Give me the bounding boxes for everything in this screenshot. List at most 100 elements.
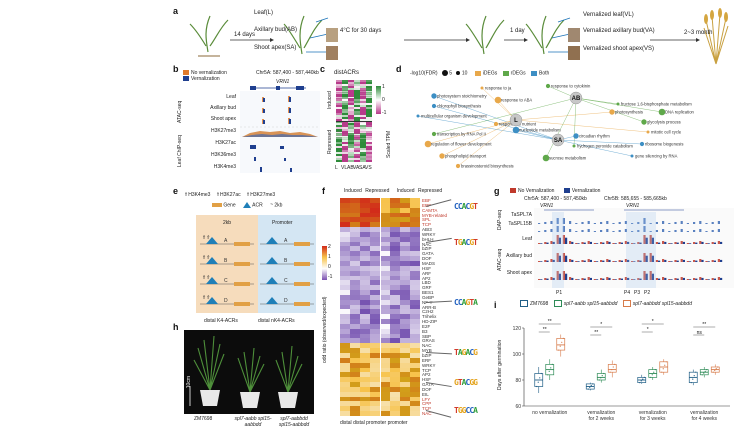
heat-c-cell (366, 84, 373, 87)
heat-f-cell (350, 314, 361, 320)
heat-f-cell (370, 207, 381, 213)
i-point (717, 366, 719, 368)
panel-f-groups: Induced Repressed Induced Repressed (344, 188, 444, 194)
heat-f-cell (410, 207, 421, 213)
heat-c-cell (336, 100, 343, 103)
f-row-label: NAC (422, 241, 432, 247)
label-vern-shoot: Vernalized shoot apex(VS) (583, 46, 655, 52)
legend-no-vern: No vernalization (191, 70, 227, 76)
heat-f-cell (380, 198, 391, 204)
heat-c-cell (366, 149, 373, 153)
heat-f-cell (380, 323, 391, 330)
heat-f-cell (370, 314, 381, 320)
d-term-node (658, 108, 666, 116)
heat-f-cell (350, 285, 361, 291)
heat-f-cell (380, 275, 391, 281)
heat-f-cell (360, 396, 371, 402)
g-bar (676, 278, 679, 280)
heat-f-cell (360, 401, 371, 407)
heat-f-cell (410, 319, 421, 325)
heat-f-cell (340, 328, 351, 334)
g-bar (699, 229, 702, 232)
heat-f-cell (350, 227, 361, 233)
heat-c-cell (366, 153, 373, 157)
heat-f-cell (400, 338, 411, 344)
heat-c-cell (360, 149, 367, 153)
f-motif-logo: TGGCCA (454, 406, 478, 415)
heat-f-cell (370, 222, 381, 228)
g-bar (569, 277, 572, 280)
heat-f-cell (350, 275, 361, 281)
e-acr (206, 257, 218, 264)
heat-f-cell (380, 251, 391, 257)
heat-f-cell (340, 280, 351, 286)
label-leaf: Leaf(L) (254, 10, 274, 16)
heat-f-cell (370, 377, 381, 383)
i-point (548, 370, 550, 372)
f-row-label: ERF (422, 357, 431, 363)
f-row-label: CPP (422, 401, 432, 407)
g-bar (717, 229, 720, 232)
d-term-label: fructose 1,6-bisphosphate metabolism (621, 102, 692, 107)
heat-c-cell (366, 104, 373, 107)
heat-c-cell (354, 149, 361, 153)
g-bar (606, 229, 609, 232)
i-sig-label: * (647, 327, 649, 333)
heat-c-cell (336, 114, 343, 118)
g-bar (571, 241, 574, 244)
heat-f-cell (350, 406, 361, 412)
i-point (640, 380, 642, 382)
heat-c-cell (342, 159, 349, 163)
heat-c-cell (366, 100, 373, 103)
heat-f-cell (340, 377, 351, 383)
g-bar (587, 277, 590, 280)
heat-f-cell (350, 396, 361, 402)
g-bar (587, 221, 590, 224)
g-bar (662, 277, 665, 280)
f-row-label: ABI3 (422, 227, 432, 233)
heat-f-cell (400, 396, 411, 402)
g-bar (565, 273, 568, 280)
heat-c-cell (348, 84, 355, 87)
d-term-node (616, 102, 620, 106)
heat-c-cell (354, 159, 361, 163)
heat-c-cell (360, 80, 367, 83)
g-bar (550, 259, 553, 262)
heat-f-cell (360, 348, 371, 354)
heat-f-cell (390, 198, 401, 204)
heat-f-cell (400, 411, 411, 417)
e-legend-acr: ACR (252, 202, 263, 209)
d-hub-label: SA (554, 138, 563, 144)
panel-f-scale (322, 246, 327, 280)
g-bar (705, 231, 708, 232)
f-row-label: C2H2 (422, 309, 434, 315)
heat-c-cell (360, 116, 367, 120)
g-bar (624, 229, 627, 232)
g-bar (658, 260, 661, 262)
heat-f-cell (380, 309, 391, 315)
g-bar (686, 279, 689, 280)
g-bar (651, 273, 654, 280)
heat-f-cell (400, 309, 411, 315)
heat-c-cell (360, 108, 367, 112)
heat-c-cell (348, 157, 355, 161)
g-bar (596, 261, 599, 262)
f-row-label: WRKY (422, 231, 436, 237)
g-bar (565, 237, 568, 244)
i-point (714, 369, 716, 372)
heat-c-cell (354, 118, 361, 122)
heat-f-cell (360, 236, 371, 242)
heat-f-cell (380, 241, 391, 247)
heat-c-cell (360, 159, 367, 163)
d-term-label: DNA replication (665, 110, 695, 115)
heat-f-cell (380, 217, 391, 223)
d-edge (427, 119, 517, 145)
heat-f-cell (370, 299, 381, 305)
heat-f-cell (340, 353, 351, 359)
g-bar (699, 277, 702, 280)
panel-b-coord: Chr5A: 587,400 - 587,440kb (256, 70, 319, 76)
i-sig-label: ns (697, 330, 703, 336)
d-cat-idegs: iDEGs (482, 70, 498, 77)
d-term-label: ribosome biogenesis (645, 142, 683, 147)
d-size-10: 10 (461, 70, 468, 77)
